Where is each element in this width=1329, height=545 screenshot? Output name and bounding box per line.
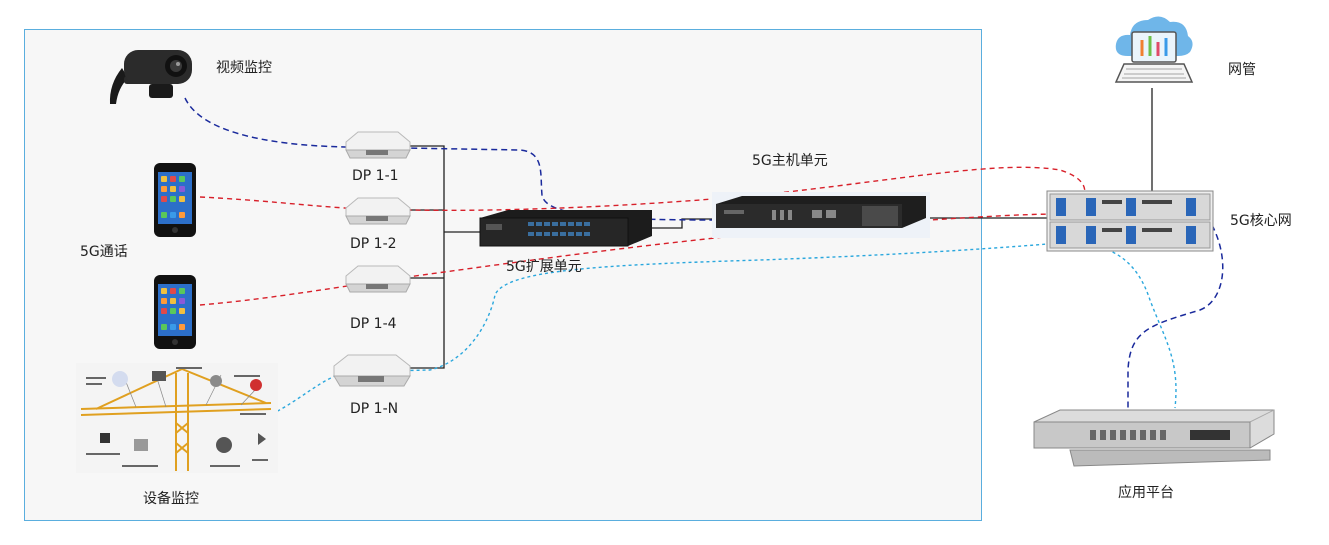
wire-ext-host (650, 218, 716, 229)
host-unit-icon (712, 192, 930, 238)
dp-unit-icon-2 (345, 197, 411, 225)
label-equipment-monitor: 设备监控 (143, 491, 199, 507)
core-network-icon (1046, 190, 1214, 252)
dp-unit-icon-n (333, 354, 411, 387)
dp-unit-icon-1 (345, 131, 411, 159)
extension-unit-icon (479, 210, 652, 247)
label-app-platform: 应用平台 (1118, 485, 1174, 501)
dp-unit-icon-4 (345, 265, 411, 293)
phone-icon-top (154, 163, 196, 237)
label-extension-unit: 5G扩展单元 (506, 259, 582, 275)
call-link-2 (199, 213, 1061, 306)
call-link-1 (199, 166, 1086, 212)
label-5g-call: 5G通话 (80, 244, 128, 260)
network-mgmt-icon (1114, 16, 1194, 83)
phone-icon-bottom (154, 275, 196, 349)
label-host-unit: 5G主机单元 (752, 153, 828, 169)
label-dp-1-4: DP 1-4 (350, 316, 397, 332)
label-dp-1-2: DP 1-2 (350, 236, 397, 252)
label-core-network: 5G核心网 (1230, 213, 1292, 229)
tower-crane-sensors-icon (76, 363, 278, 473)
label-dp-1-1: DP 1-1 (352, 168, 399, 184)
wire-dp1-1 (410, 145, 445, 369)
label-network-mgmt: 网管 (1228, 62, 1256, 78)
app-platform-server-icon (1033, 409, 1275, 467)
camera-icon (109, 50, 192, 104)
label-dp-1-n: DP 1-N (350, 401, 399, 417)
label-video-monitor: 视频监控 (216, 60, 272, 76)
